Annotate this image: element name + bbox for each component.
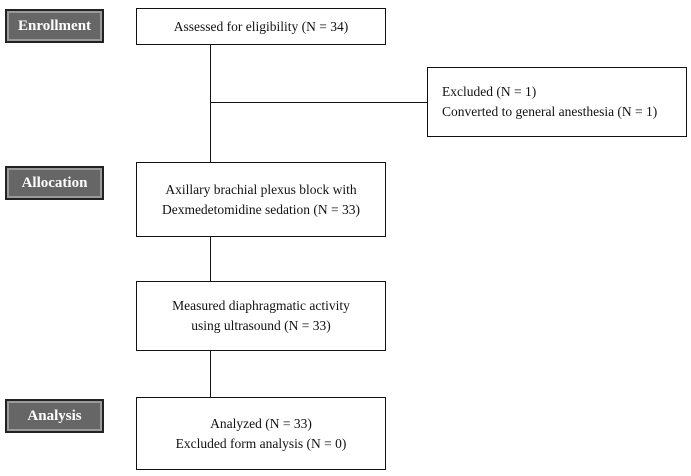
eligibility-line-1: Assessed for eligibility (N = 34) bbox=[173, 18, 349, 34]
allocation-line-1: Axillary brachial plexus block with bbox=[165, 181, 357, 197]
connector-to-excluded bbox=[210, 102, 427, 103]
eligibility-box: Assessed for eligibility (N = 34) bbox=[136, 8, 386, 45]
analysis-line-2: Excluded form analysis (N = 0) bbox=[175, 435, 347, 451]
analysis-box: Analyzed (N = 33) Excluded form analysis… bbox=[136, 397, 386, 470]
excluded-line-2: Converted to general anesthesia (N = 1) bbox=[442, 104, 658, 119]
analysis-line-1: Analyzed (N = 33) bbox=[210, 415, 312, 431]
measured-box: Measured diaphragmatic activity using ul… bbox=[136, 281, 386, 351]
measured-line-1: Measured diaphragmatic activity bbox=[172, 298, 350, 313]
excluded-line-1: Excluded (N = 1) bbox=[442, 84, 537, 99]
measured-line-2: using ultrasound (N = 33) bbox=[191, 318, 331, 333]
excluded-box: Excluded (N = 1) Converted to general an… bbox=[427, 67, 687, 137]
connector-measured-to-analysis bbox=[210, 351, 211, 397]
stage-label-analysis: Analysis bbox=[5, 399, 104, 433]
connector-allocation-to-measured bbox=[210, 237, 211, 281]
stage-label-enrollment: Enrollment bbox=[5, 9, 104, 43]
allocation-line-2: Dexmedetomidine sedation (N = 33) bbox=[161, 201, 361, 217]
allocation-box: Axillary brachial plexus block with Dexm… bbox=[136, 162, 386, 237]
connector-eligibility-to-allocation bbox=[210, 44, 211, 162]
stage-label-allocation: Allocation bbox=[5, 166, 104, 200]
